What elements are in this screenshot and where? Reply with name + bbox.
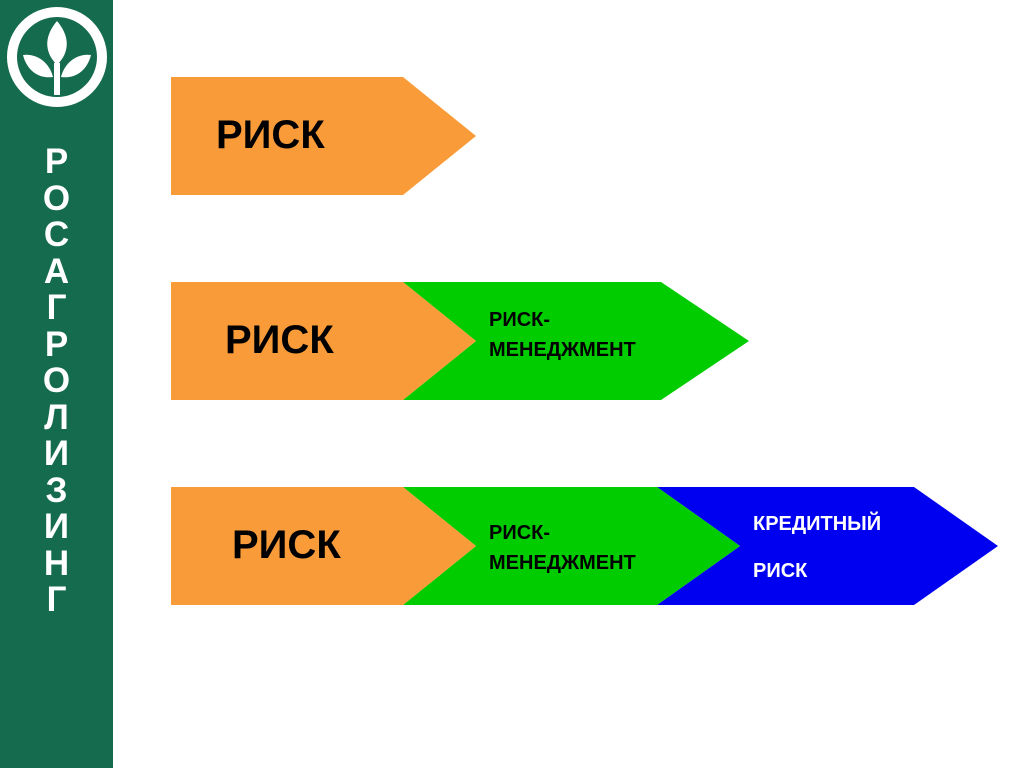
risk-label-row2: РИСК xyxy=(225,318,334,362)
brand-letter: Г xyxy=(46,580,67,619)
brand-letter: И xyxy=(43,507,70,546)
credit-label-row3-line1: КРЕДИТНЫЙ xyxy=(753,513,882,535)
risk-label-row1: РИСК xyxy=(216,113,325,157)
brand-letter: Н xyxy=(43,543,70,583)
brand-letter: И xyxy=(43,434,70,473)
brand-letter: Л xyxy=(44,397,69,437)
brand-letter: Р xyxy=(44,142,69,181)
risk-arrow-row1 xyxy=(171,77,476,195)
management-label-row2-line2: МЕНЕДЖМЕНТ xyxy=(489,339,636,361)
credit-arrow-row3 xyxy=(657,487,998,605)
brand-letter: О xyxy=(42,361,71,400)
brand-letter: З xyxy=(45,470,68,510)
sprout-leaf-icon xyxy=(7,7,107,107)
management-arrow-row3 xyxy=(403,487,740,605)
brand-letter: С xyxy=(43,215,70,254)
credit-label-row3-line2: РИСК xyxy=(753,560,808,582)
risk-arrow-row2 xyxy=(171,282,476,400)
management-label-row3-line1: РИСК- xyxy=(489,522,551,544)
management-label-row2-line1: РИСК- xyxy=(489,309,551,331)
brand-sidebar: Р О С А Г Р О Л И З И Н Г xyxy=(0,0,113,768)
management-label-row3-line2: МЕНЕДЖМЕНТ xyxy=(489,552,636,574)
brand-letter: Г xyxy=(46,288,67,327)
risk-arrow-row3 xyxy=(171,487,476,605)
risk-label-row3: РИСК xyxy=(232,523,341,567)
management-arrow-row2 xyxy=(403,282,749,400)
brand-letter: Р xyxy=(44,324,69,364)
brand-letter: О xyxy=(42,178,71,218)
brand-letter: А xyxy=(43,251,70,291)
brand-name-vertical: Р О С А Г Р О Л И З И Н Г xyxy=(0,142,113,619)
